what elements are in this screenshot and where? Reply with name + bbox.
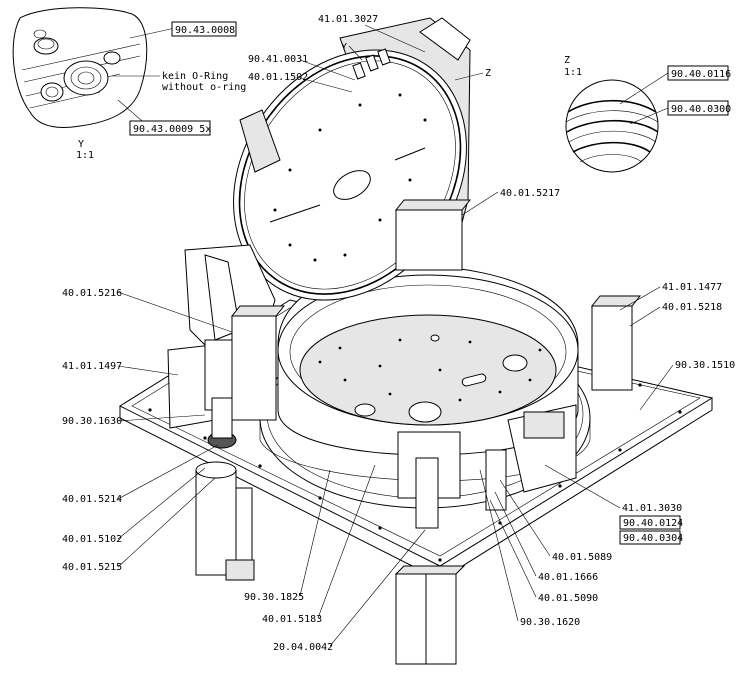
callout-90-40-0116: 90.40.0116	[671, 69, 731, 80]
callout-40-01-5217: 40.01.5217	[500, 188, 560, 199]
callout-90-30-1825: 90.30.1825	[244, 592, 304, 603]
callout-box	[619, 515, 681, 530]
callout-90-30-1620: 90.30.1620	[520, 617, 580, 628]
detail-y-note-en: without o-ring	[162, 82, 246, 93]
callout-90-30-1630: 90.30.1630	[62, 416, 122, 427]
callout-90-40-0304: 90.40.0304	[623, 533, 683, 544]
view-marker-y: Y	[341, 42, 347, 53]
detail-y-scale: 1:1	[76, 150, 94, 161]
detail-y-note-de: kein O-Ring	[162, 71, 228, 82]
callout-90-30-1510: 90.30.1510	[675, 360, 735, 371]
callout-90-43-0008: 90.43.0008	[175, 25, 235, 36]
callout-90-41-0031: 90.41.0031	[248, 54, 308, 65]
actuator	[195, 461, 255, 581]
callout-40-01-5089: 40.01.5089	[552, 552, 612, 563]
callout-40-01-5216: 40.01.5216	[62, 288, 122, 299]
view-marker-z: Z	[485, 68, 491, 79]
callout-20-04-0042: 20.04.0042	[273, 642, 333, 653]
callout-90-43-0009: 90.43.0009 5x	[133, 124, 211, 135]
callout-box	[171, 21, 237, 37]
callout-41-01-3027: 41.01.3027	[318, 14, 378, 25]
callout-40-01-5218: 40.01.5218	[662, 302, 722, 313]
callout-90-40-0124: 90.40.0124	[623, 518, 683, 529]
chamber	[277, 265, 579, 456]
callout-40-01-1666: 40.01.1666	[538, 572, 598, 583]
upright-blocks	[230, 199, 642, 421]
detail-y-view	[12, 7, 176, 129]
callout-40-01-5183: 40.01.5183	[262, 614, 322, 625]
callout-41-01-1497: 41.01.1497	[62, 361, 122, 372]
front-mechanism	[397, 404, 577, 529]
detail-y-title: Y	[78, 139, 84, 150]
detail-z-view	[565, 79, 659, 173]
callout-41-01-3030: 41.01.3030	[622, 503, 682, 514]
pump-box	[394, 565, 466, 665]
callout-40-01-1502: 40.01.1502	[248, 72, 308, 83]
detail-z-title: Z	[564, 55, 570, 66]
callout-40-01-5102: 40.01.5102	[62, 534, 122, 545]
callout-40-01-5215: 40.01.5215	[62, 562, 122, 573]
callout-90-40-0300: 90.40.0300	[671, 104, 731, 115]
callout-40-01-5090: 40.01.5090	[538, 593, 598, 604]
detail-z-scale: 1:1	[564, 67, 582, 78]
callout-labels: 41.01.3027 90.41.0031 40.01.1502 40.01.5…	[62, 14, 735, 653]
callout-41-01-1477: 41.01.1477	[662, 282, 722, 293]
callout-box	[129, 120, 211, 136]
callout-40-01-5214: 40.01.5214	[62, 494, 122, 505]
callout-box	[619, 530, 681, 545]
